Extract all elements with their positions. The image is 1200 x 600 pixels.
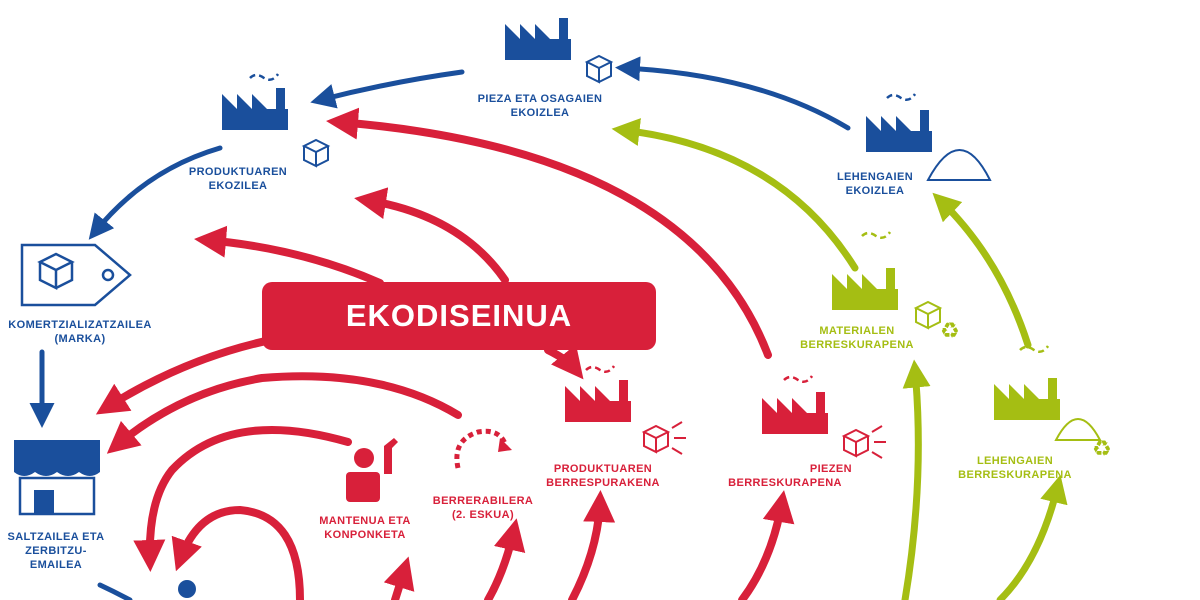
smoke-icon-lehengaien <box>886 93 917 102</box>
arrow-banner-to-marka <box>194 225 384 287</box>
recycle-icon-lehengaien-berresk: ♻ <box>1092 437 1112 462</box>
cube-icon-pieza <box>584 54 614 84</box>
arrow-up-to-berrespurakena <box>568 490 616 600</box>
blue-arrows <box>29 56 851 600</box>
arrow-piezen-to-produktu <box>326 107 772 359</box>
factory-icon-produktu <box>222 88 288 130</box>
ecodesign-banner: EKODISEINUA <box>262 282 656 350</box>
factory-icon-pieza <box>505 18 571 60</box>
label-piezen: PIEZEN BERRESKURAPENA <box>728 463 852 489</box>
smoke-icon-produktu <box>249 73 280 82</box>
label-komertzial: KOMERTZIALIZATZAILEA (MARKA) <box>8 319 152 345</box>
cube-icon-materialen <box>913 300 943 330</box>
label-lehengaien-berresk: LEHENGAIEN BERRESKURAPENA <box>958 455 1072 481</box>
price-tag-icon <box>20 243 132 307</box>
arrow-up-to-berrerabilera <box>484 518 526 600</box>
cube-icon-berrespurakena <box>641 421 686 455</box>
shop-icon <box>14 440 100 516</box>
reuse-arrowhead-icon <box>498 438 512 452</box>
factory-icon-lehengaien <box>866 110 932 152</box>
recycle-icon-materialen: ♻ <box>940 319 960 344</box>
green-arrows <box>611 118 1068 600</box>
label-berrerabilera: BERRERABILERA (2. ESKUA) <box>432 495 534 521</box>
arrow-mantenua-loop <box>133 426 352 572</box>
cube-icon-produktu <box>301 138 331 168</box>
arrow-banner-to-berrespurakena <box>544 344 584 380</box>
arrow-lehengai-to-pieza <box>615 56 851 131</box>
arrow-banner-to-produktu-ekoizle <box>354 187 509 284</box>
red-arrows <box>95 107 795 600</box>
smoke-icon-lehengaien-berresk <box>1019 345 1050 354</box>
arrow-bottom-to-materialen <box>901 359 931 600</box>
label-pieza: PIEZA ETA OSAGAIEN EKOIZLEA <box>477 93 603 119</box>
pile-icon-lehengaien <box>926 149 992 181</box>
arrow-up-to-piezen <box>738 490 795 600</box>
factory-icon-berrespurakena <box>565 380 631 422</box>
arrow-bottom-to-lehengaien <box>996 474 1068 600</box>
smoke-icon-materialen <box>861 231 892 240</box>
label-berrespurakena: PRODUKTUAREN BERRESPURAKENA <box>546 463 660 489</box>
arrow-lehengaien-berresk-to-ekoizlea <box>932 192 1032 349</box>
factory-icon-materialen <box>832 268 898 310</box>
label-produktu: PRODUKTUAREN EKOZILEA <box>188 166 288 192</box>
label-mantenua: MANTENUA ETA KONPONKETA <box>319 515 411 541</box>
pile-icon-lehengaien-berresk <box>1054 418 1102 441</box>
arrow-berrerabilera-to-saltzaile <box>106 372 462 454</box>
arrow-up-to-mantenua <box>383 556 415 600</box>
consumer-dot <box>178 580 196 598</box>
reuse-arrows-icon <box>454 428 509 469</box>
factory-icon-piezen <box>762 392 828 434</box>
arrow-inner-loop <box>171 505 304 600</box>
cube-icon-piezen <box>841 425 886 459</box>
repair-worker-icon <box>346 438 398 502</box>
label-saltzaile: SALTZAILEA ETA ZERBITZU- EMAILEA <box>7 531 105 571</box>
label-lehengaien-ekoizlea: LEHENGAIEN EKOIZLEA <box>836 171 914 197</box>
arrow-materialen-to-pieza <box>611 118 859 272</box>
smoke-icon-piezen <box>783 375 814 384</box>
arrow-produktu-to-marka <box>88 145 223 240</box>
smoke-icon-berrespurakena <box>585 365 616 374</box>
arrow-saltzaile-out <box>97 582 133 600</box>
factory-icon-lehengaien-berresk <box>994 378 1060 420</box>
label-materialen: MATERIALEN BERRESKURAPENA <box>800 325 914 351</box>
arrow-pieza-to-produktu <box>310 69 465 109</box>
